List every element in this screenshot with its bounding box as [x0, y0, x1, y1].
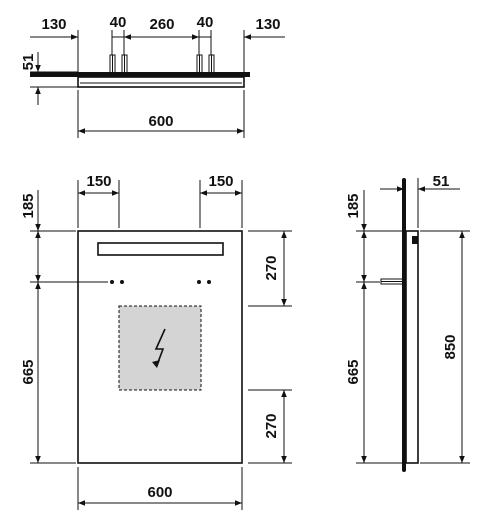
dim-side-top-185: 185 — [345, 193, 362, 218]
dim-front-lower-270: 270 — [263, 413, 280, 438]
dim-top-40-left: 40 — [110, 14, 127, 31]
dim-front-offset-left-150: 150 — [86, 173, 111, 190]
electrical-connection-area — [118, 305, 202, 391]
dim-top-40-right: 40 — [197, 14, 214, 31]
anchor-dot — [120, 280, 124, 284]
top-view-plate — [30, 72, 250, 77]
dim-top-width-600: 600 — [148, 113, 173, 130]
lamp-bar — [97, 242, 224, 256]
anchor-dot — [110, 280, 114, 284]
side-view: 51 185 665 850 — [345, 173, 470, 472]
dim-top-260: 260 — [149, 16, 174, 33]
dim-front-offset-right-150: 150 — [208, 173, 233, 190]
dim-side-depth-51: 51 — [433, 173, 450, 190]
dim-side-height-850: 850 — [442, 334, 459, 359]
wall-anchor-right — [196, 54, 215, 74]
top-view-frame — [77, 76, 245, 88]
anchor-dot — [207, 280, 211, 284]
dim-front-lower-665: 665 — [20, 359, 37, 384]
dim-front-top-185: 185 — [20, 193, 37, 218]
dim-top-depth-51: 51 — [20, 54, 37, 71]
wall-anchor-left — [109, 54, 128, 74]
dim-side-lower-665: 665 — [345, 359, 362, 384]
side-view-anchor — [380, 278, 404, 285]
anchor-dot — [197, 280, 201, 284]
top-view: 130 40 260 40 130 51 600 — [20, 14, 285, 138]
front-view: 150 150 185 665 270 270 600 — [20, 173, 292, 510]
mirror-outline — [77, 230, 243, 464]
dim-top-130-left: 130 — [41, 16, 66, 33]
side-view-body — [405, 230, 419, 464]
dim-top-130-right: 130 — [255, 16, 280, 33]
electrical-lightning-icon — [152, 328, 166, 368]
dim-front-width-600: 600 — [147, 484, 172, 501]
dim-front-upper-270: 270 — [263, 255, 280, 280]
